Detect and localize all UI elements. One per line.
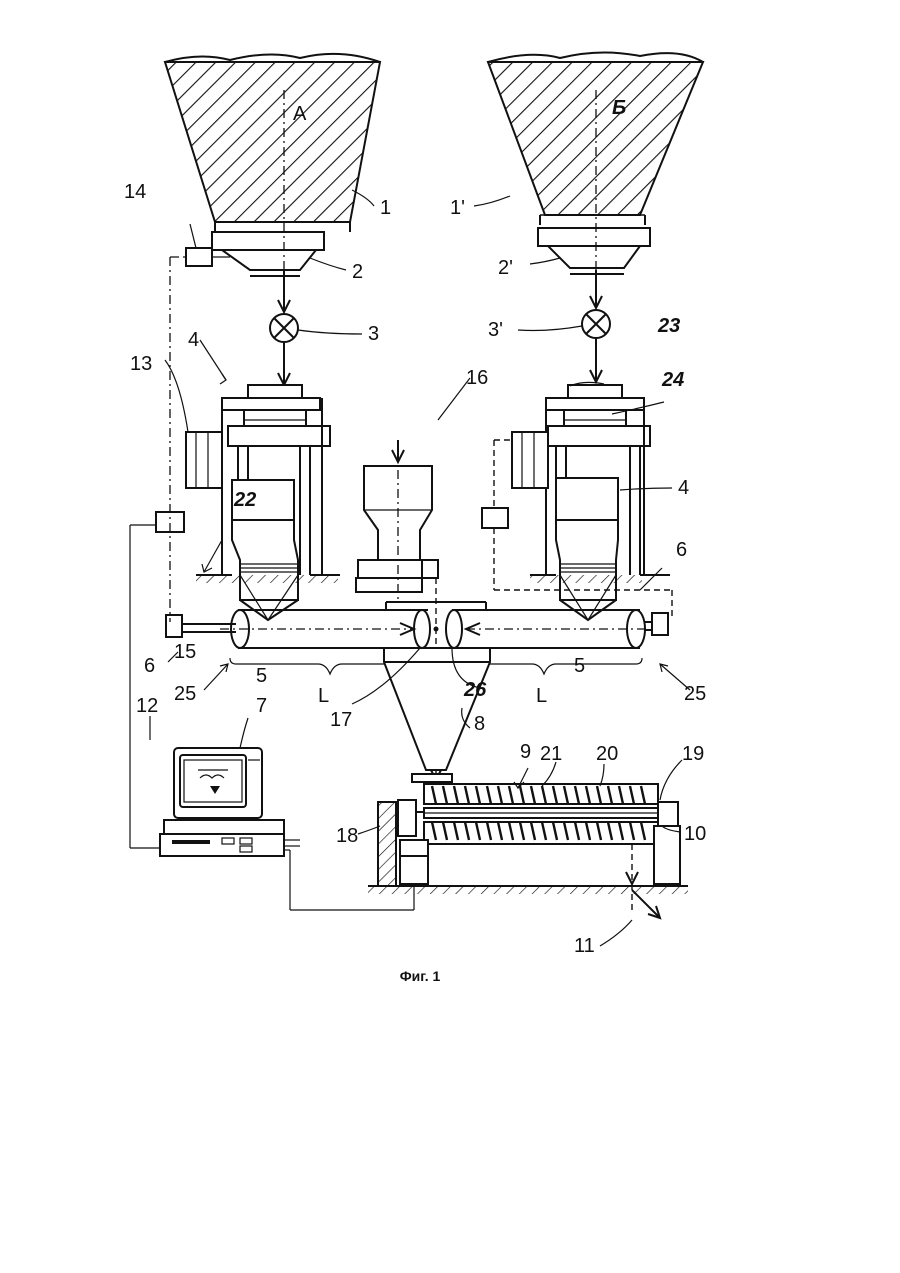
valve-3-prime xyxy=(582,310,610,338)
screw-conveyor-left xyxy=(166,610,430,648)
ref-15: 15 xyxy=(174,641,196,663)
ref-4-right: 4 xyxy=(678,477,689,499)
ref-26: 26 xyxy=(463,679,487,701)
dimension-l-right: L xyxy=(536,685,547,707)
label-hopper-b: Б xyxy=(612,97,626,119)
ref-6-left: 6 xyxy=(144,655,155,677)
ref-24: 24 xyxy=(661,369,684,391)
ref-1: 1 xyxy=(380,197,391,219)
support-19 xyxy=(654,802,680,884)
drive-18 xyxy=(378,800,428,886)
screw-conveyor-right xyxy=(446,610,668,648)
doser-left xyxy=(186,385,330,620)
ref-20: 20 xyxy=(596,743,618,765)
ref-23: 23 xyxy=(657,315,680,337)
ref-25-right: 25 xyxy=(684,683,706,705)
ref-17: 17 xyxy=(330,709,352,731)
ref-5-right: 5 xyxy=(574,655,585,677)
ref-25-left: 25 xyxy=(174,683,196,705)
ref-16: 16 xyxy=(466,367,488,389)
ref-9: 9 xyxy=(520,741,531,763)
additive-hopper-16 xyxy=(356,440,438,600)
ref-3-prime: 3' xyxy=(488,319,503,341)
figure-caption: Фиг. 1 xyxy=(0,968,840,984)
ref-19: 19 xyxy=(682,743,704,765)
ref-3: 3 xyxy=(368,323,379,345)
ref-8: 8 xyxy=(474,713,485,735)
doser-right xyxy=(512,385,650,620)
valve-3 xyxy=(270,314,298,342)
ref-10: 10 xyxy=(684,823,706,845)
ref-2: 2 xyxy=(352,261,363,283)
label-hopper-a: А xyxy=(293,103,307,125)
feeder-2 xyxy=(212,232,324,276)
ref-5-left: 5 xyxy=(256,665,267,687)
ref-12: 12 xyxy=(136,695,158,717)
ref-4-left: 4 xyxy=(188,329,199,351)
ref-21: 21 xyxy=(540,743,562,765)
ref-13: 13 xyxy=(130,353,152,375)
bunker-a xyxy=(165,54,380,232)
dimension-l-left: L xyxy=(318,685,329,707)
ref-11: 11 xyxy=(574,935,595,957)
ref-7: 7 xyxy=(256,695,267,717)
ref-1-prime: 1' xyxy=(450,197,465,219)
ref-14: 14 xyxy=(124,181,146,203)
ref-22: 22 xyxy=(233,489,256,511)
computer-7 xyxy=(160,748,300,856)
feeder-2-prime xyxy=(538,228,650,274)
ref-2-prime: 2' xyxy=(498,257,513,279)
ref-6-right: 6 xyxy=(676,539,687,561)
ref-18: 18 xyxy=(336,825,358,847)
